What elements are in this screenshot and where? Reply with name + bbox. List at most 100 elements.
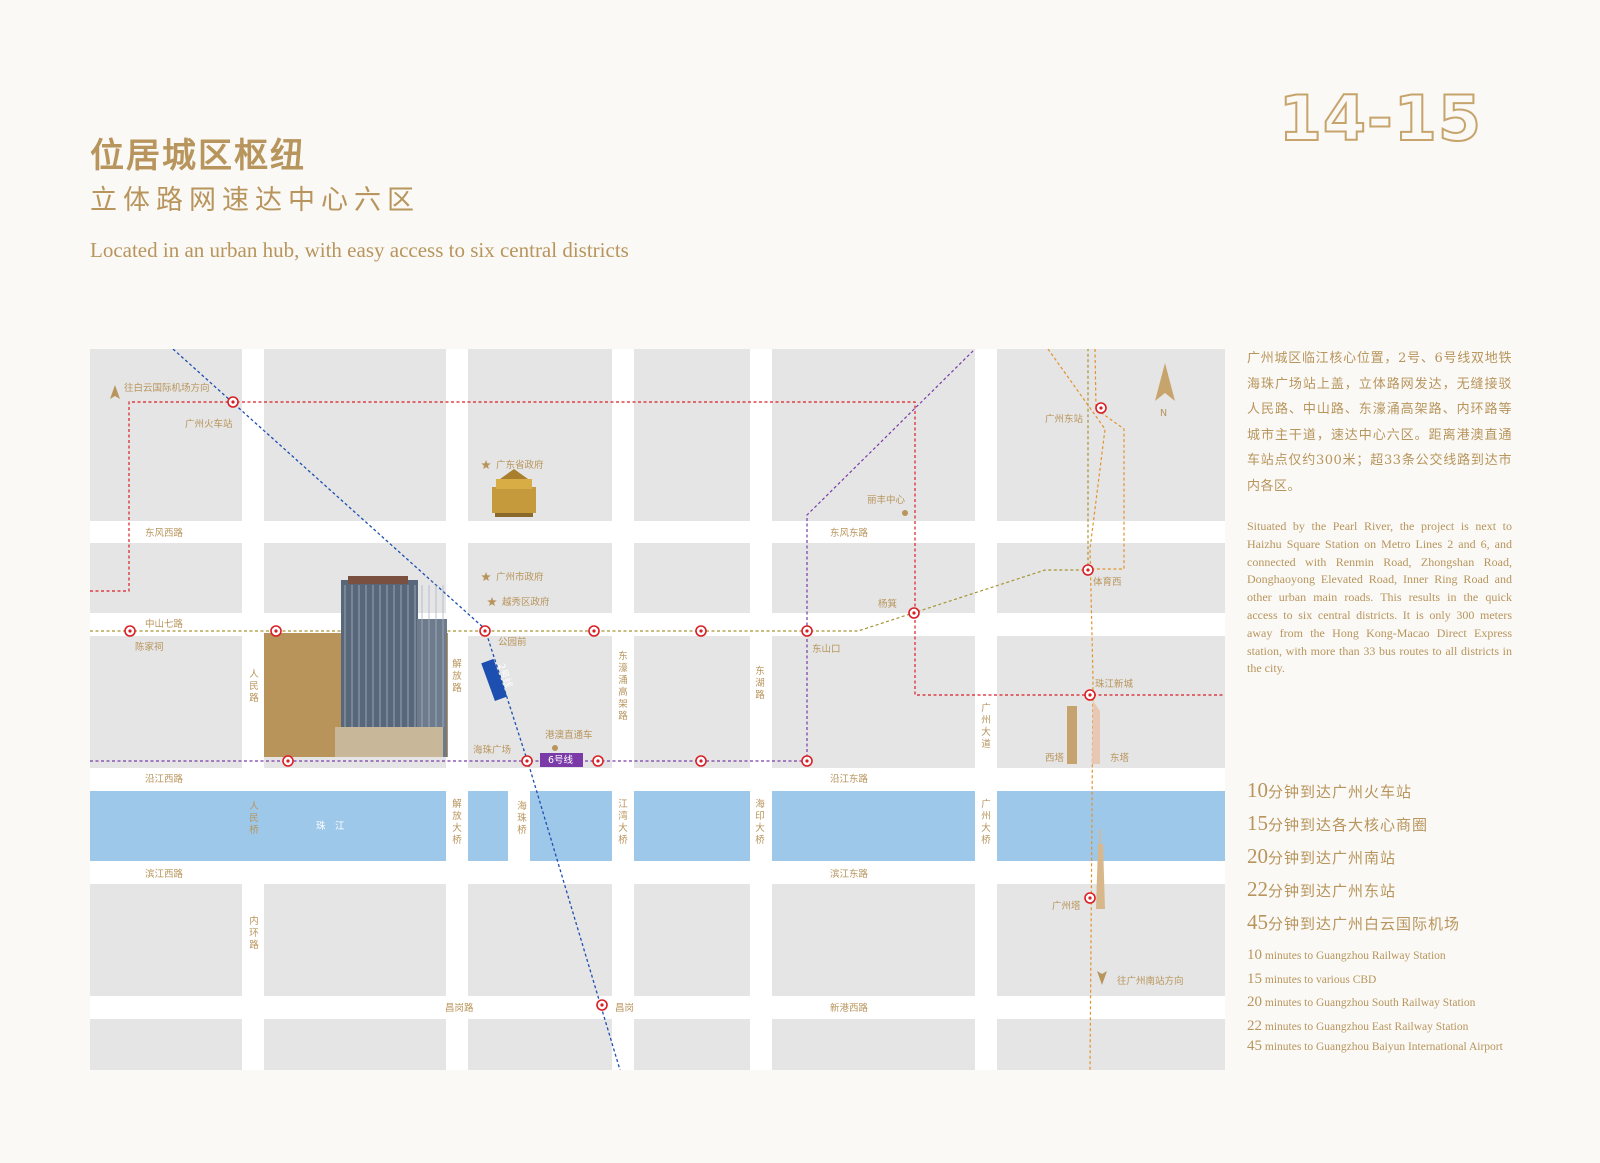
city-block: [772, 884, 975, 996]
metro-line-blue: [172, 349, 621, 1070]
metro-station-icon-dot: [592, 629, 596, 633]
vertical-road-label-char: 珠: [517, 812, 527, 824]
metro-station-icon-dot: [699, 759, 703, 763]
travel-time-en-item: 45 minutes to Guangzhou Baiyun Internati…: [1247, 1038, 1503, 1054]
city-block: [634, 543, 750, 613]
travel-time-en-item: 10 minutes to Guangzhou Railway Station: [1247, 947, 1446, 963]
metro-station-icon-dot: [805, 629, 809, 633]
place-hkm-bus: 港澳直通车: [545, 729, 593, 741]
metro-station-icon-dot: [483, 629, 487, 633]
river-segment: [468, 791, 508, 861]
place-yangji: 杨箕: [878, 598, 897, 610]
place-east-tower: 东塔: [1110, 752, 1130, 764]
project-tower-illustration: [335, 576, 447, 757]
vertical-road-label-char: 印: [755, 810, 765, 822]
city-block: [997, 349, 1225, 521]
city-block: [997, 636, 1225, 768]
metro-station-icon-dot: [128, 629, 132, 633]
road-label-yanjiang-east: 沿江东路: [830, 773, 869, 785]
vertical-road-label-char: 道: [981, 738, 991, 750]
vertical-road-label-char: 桥: [249, 824, 259, 836]
vertical-road-label-char: 路: [452, 682, 462, 694]
vertical-road-label-char: 桥: [452, 834, 462, 846]
vertical-road-label-char: 民: [249, 813, 259, 824]
city-blocks: [90, 349, 1225, 1070]
river-segment: [634, 791, 750, 861]
vertical-road-label-char: 湖: [755, 678, 765, 689]
vertical-road-label-char: 大: [755, 822, 765, 834]
star-icon: [481, 572, 491, 581]
vertical-road-label-char: 大: [981, 726, 991, 738]
sidebar-description: 广州城区临江核心位置，2号、6号线双地铁海珠广场站上盖，立体路网发达，无缝接驳人…: [1247, 346, 1512, 678]
vertical-road-label-char: 人: [249, 669, 259, 680]
vertical-road-label-char: 东: [618, 650, 628, 662]
place-to-airport: 往白云国际机场方向: [124, 382, 210, 394]
hkm-bus-dot: [552, 745, 558, 751]
city-block: [90, 636, 242, 768]
travel-times-chinese: 10分钟到达广州火车站 15分钟到达各大核心商圈 20分钟到达广州南站 22分钟…: [1247, 775, 1527, 940]
line6-badge: [540, 753, 583, 767]
place-to-south: 往广州南站方向: [1117, 975, 1184, 987]
page-title: 位居城区枢纽: [90, 136, 306, 176]
metro-station-icon-dot: [1088, 896, 1092, 900]
metro-station-icon-dot: [912, 611, 916, 615]
metro-line-olive: [90, 349, 1089, 632]
vertical-road-label-char: 桥: [755, 834, 765, 846]
metro-line-red: [90, 401, 1225, 696]
metro-station-icon-dot: [600, 1003, 604, 1007]
vertical-road-label-char: 路: [249, 692, 259, 704]
vertical-road-label-char: 桥: [618, 834, 628, 846]
vertical-road-label-char: 州: [981, 715, 991, 726]
city-block: [772, 543, 975, 613]
zhujiang-new-town-towers: [1067, 701, 1100, 764]
page-subtitle-english: Located in an urban hub, with easy acces…: [90, 238, 629, 262]
place-dongshankou: 东山口: [812, 643, 841, 655]
metro-station-icon-dot: [525, 759, 529, 763]
city-block: [264, 884, 446, 996]
vertical-road-label-char: 海: [755, 798, 765, 810]
to-airport-arrow-icon: [110, 385, 120, 399]
city-block: [997, 884, 1225, 996]
metro-station-icon-dot: [274, 629, 278, 633]
vertical-road-label-char: 广: [981, 798, 991, 810]
metro-station-icon-dot: [699, 629, 703, 633]
vertical-road-label-char: 环: [249, 928, 259, 939]
vertical-road-label-char: 放: [452, 670, 462, 682]
description-chinese: 广州城区临江核心位置，2号、6号线双地铁海珠广场站上盖，立体路网发达，无缝接驳人…: [1247, 351, 1512, 494]
travel-time-cn-item: 22分钟到达广州东站: [1247, 877, 1397, 901]
place-canton-tower: 广州塔: [1052, 900, 1081, 912]
place-yuexiu-gov: 越秀区政府: [502, 596, 550, 608]
vertical-road-label-char: 州: [981, 811, 991, 822]
city-block: [468, 1019, 612, 1070]
vertical-road-label-char: 解: [452, 658, 462, 670]
metro-line-orange: [1088, 349, 1125, 570]
place-lifeng: 丽丰中心: [867, 494, 906, 506]
star-icon: [481, 460, 491, 469]
place-gongyuanqian: 公园前: [498, 636, 527, 648]
vertical-road-label-char: 大: [618, 822, 628, 834]
road-label-xingang-west: 新港西路: [830, 1002, 869, 1014]
city-block: [772, 349, 975, 521]
description-english: Situated by the Pearl River, the project…: [1247, 519, 1512, 676]
city-block: [90, 1019, 242, 1070]
canton-tower-icon: [1096, 829, 1105, 909]
place-tiyuxi: 体育西: [1093, 576, 1122, 588]
city-block: [634, 1019, 750, 1070]
road-label-binjiang-west: 滨江西路: [145, 868, 184, 880]
vertical-road-label-char: 人: [249, 801, 259, 812]
city-block: [468, 884, 612, 996]
vertical-road-label-char: 解: [452, 798, 462, 810]
place-zhujiang-new: 珠江新城: [1095, 678, 1134, 690]
metro-station-icon-dot: [1088, 693, 1092, 697]
city-block: [90, 543, 242, 613]
vertical-road-label-char: 桥: [981, 834, 991, 846]
vertical-road-labels: 人民路解放路东濠涌高架路东湖路广州大道人民桥解放大桥海珠桥江湾大桥海印大桥广州大…: [249, 650, 991, 951]
travel-time-en-item: 22 minutes to Guangzhou East Railway Sta…: [1247, 1017, 1469, 1034]
travel-times-english: 10 minutes to Guangzhou Railway Station …: [1247, 944, 1512, 1056]
vertical-road-label-char: 海: [517, 800, 527, 812]
place-haizhu-square: 海珠广场: [473, 744, 511, 756]
svg-text:N: N: [1160, 408, 1167, 419]
place-gz-railway: 广州火车站: [185, 418, 233, 430]
vertical-road-label-char: 涌: [618, 675, 628, 686]
